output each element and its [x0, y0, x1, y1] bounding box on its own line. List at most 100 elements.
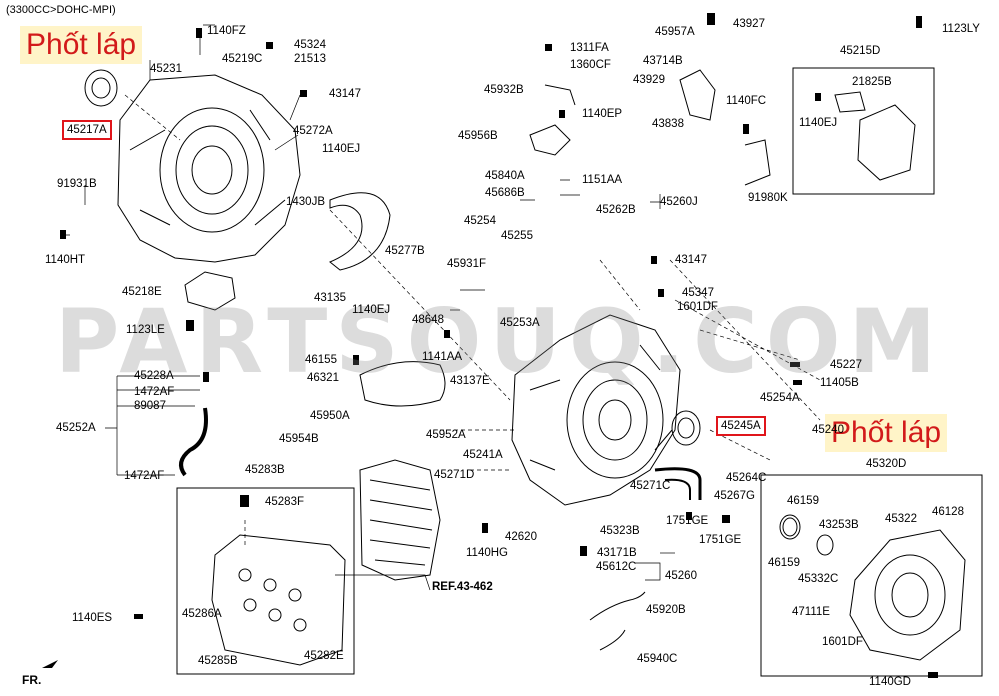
part-label[interactable]: 45240: [812, 424, 844, 436]
part-label[interactable]: 45320D: [866, 458, 907, 470]
part-label[interactable]: 1360CF: [570, 59, 611, 71]
part-label[interactable]: 45323B: [600, 525, 640, 537]
part-label[interactable]: 91980K: [748, 192, 788, 204]
part-label[interactable]: 45286A: [182, 608, 222, 620]
part-label[interactable]: 1140HG: [466, 547, 508, 559]
box-45215D: [792, 67, 935, 195]
part-label[interactable]: 46159: [768, 557, 800, 569]
part-label[interactable]: 1140ES: [72, 612, 113, 624]
callout-right: Phốt láp: [825, 414, 948, 452]
part-label[interactable]: 1140EJ: [799, 117, 838, 129]
part-label[interactable]: 45931F: [447, 258, 487, 270]
part-label[interactable]: 43147: [675, 254, 707, 266]
part-label[interactable]: 45324: [294, 39, 326, 51]
part-label[interactable]: 1140HT: [45, 254, 86, 266]
part-label[interactable]: 43171B: [597, 547, 637, 559]
part-label[interactable]: 1123LY: [942, 23, 980, 35]
part-label[interactable]: 45241A: [463, 449, 503, 461]
part-label[interactable]: 45612C: [596, 561, 637, 573]
part-label[interactable]: 45255: [501, 230, 533, 242]
part-label[interactable]: 1140FZ: [207, 25, 246, 37]
part-label[interactable]: 11405B: [820, 377, 859, 389]
part-label[interactable]: 45282E: [304, 650, 344, 662]
part-label[interactable]: 45262B: [596, 204, 636, 216]
part-label[interactable]: 1472AF: [134, 386, 175, 398]
part-label[interactable]: 45940C: [637, 653, 678, 665]
part-label[interactable]: 43147: [329, 88, 361, 100]
part-label[interactable]: 45219C: [222, 53, 263, 65]
part-label[interactable]: 1123LE: [126, 324, 165, 336]
part-label[interactable]: 46321: [307, 372, 339, 384]
part-label[interactable]: 43929: [633, 74, 665, 86]
part-label[interactable]: 45231: [150, 63, 182, 75]
part-label[interactable]: 91931B: [57, 178, 97, 190]
part-label[interactable]: 45271C: [630, 480, 671, 492]
part-label[interactable]: 1151AA: [582, 174, 623, 186]
part-label[interactable]: 89087: [134, 400, 166, 412]
part-label[interactable]: 45347: [682, 287, 714, 299]
part-label[interactable]: 46155: [305, 354, 337, 366]
part-label[interactable]: 1140GD: [869, 676, 911, 688]
part-label[interactable]: 47111E: [792, 606, 830, 618]
callout-left: Phốt láp: [20, 26, 143, 64]
part-label[interactable]: 45686B: [485, 187, 525, 199]
part-label[interactable]: 45277B: [385, 245, 425, 257]
part-label[interactable]: 45271D: [434, 469, 475, 481]
part-label[interactable]: 45957A: [655, 26, 695, 38]
part-label[interactable]: 1472AF: [124, 470, 165, 482]
part-label[interactable]: 45954B: [279, 433, 319, 445]
part-label[interactable]: 45215D: [840, 45, 881, 57]
part-label[interactable]: 43253B: [819, 519, 859, 531]
part-label[interactable]: 45254: [464, 215, 496, 227]
part-label[interactable]: 45260: [665, 570, 697, 582]
part-label[interactable]: 43137E: [450, 375, 490, 387]
part-label[interactable]: 45218E: [122, 286, 162, 298]
part-label[interactable]: 45285B: [198, 655, 238, 667]
part-label[interactable]: 1140EJ: [352, 304, 391, 316]
part-label[interactable]: 45956B: [458, 130, 498, 142]
part-label[interactable]: 43927: [733, 18, 765, 30]
part-label[interactable]: 1141AA: [422, 351, 463, 363]
highlight-part-45245A[interactable]: 45245A: [716, 416, 766, 436]
part-label[interactable]: 1430JB: [286, 196, 326, 208]
part-label[interactable]: 45920B: [646, 604, 686, 616]
part-label[interactable]: 1751GE: [666, 515, 709, 527]
part-label[interactable]: 45253A: [500, 317, 540, 329]
part-label[interactable]: 45254A: [760, 392, 800, 404]
part-label[interactable]: 45267G: [714, 490, 755, 502]
part-label[interactable]: 1601DF: [822, 636, 863, 648]
part-label[interactable]: 1140EJ: [322, 143, 361, 155]
part-label[interactable]: 45332C: [798, 573, 839, 585]
part-label[interactable]: 45227: [830, 359, 862, 371]
part-label[interactable]: 1601DF: [677, 301, 718, 313]
part-label[interactable]: 45260J: [660, 196, 698, 208]
part-label[interactable]: 45840A: [485, 170, 525, 182]
part-label[interactable]: 46159: [787, 495, 819, 507]
part-label[interactable]: 45952A: [426, 429, 466, 441]
part-label[interactable]: 45322: [885, 513, 917, 525]
part-label[interactable]: 42620: [505, 531, 537, 543]
part-label[interactable]: 1140FC: [726, 95, 767, 107]
part-label[interactable]: 45932B: [484, 84, 524, 96]
part-label[interactable]: 43714B: [643, 55, 683, 67]
part-label[interactable]: 21513: [294, 53, 326, 65]
highlight-part-45217A[interactable]: 45217A: [62, 120, 112, 140]
part-label[interactable]: 45272A: [293, 125, 333, 137]
part-label[interactable]: 21825B: [852, 76, 892, 88]
part-label[interactable]: 43838: [652, 118, 684, 130]
part-label[interactable]: 1311FA: [570, 42, 609, 54]
part-label[interactable]: 45228A: [134, 370, 174, 382]
part-label[interactable]: 43135: [314, 292, 346, 304]
part-label[interactable]: 45264C: [726, 472, 767, 484]
part-label[interactable]: 46128: [932, 506, 964, 518]
part-label[interactable]: 45283B: [245, 464, 285, 476]
part-label[interactable]: 1751GE: [699, 534, 742, 546]
part-label[interactable]: 45252A: [56, 422, 96, 434]
ref-label[interactable]: REF.43-462: [432, 581, 493, 593]
part-label[interactable]: 45950A: [310, 410, 350, 422]
part-label[interactable]: 48648: [412, 314, 444, 326]
part-label[interactable]: 1140EP: [582, 108, 623, 120]
part-label[interactable]: 45283F: [265, 496, 305, 508]
